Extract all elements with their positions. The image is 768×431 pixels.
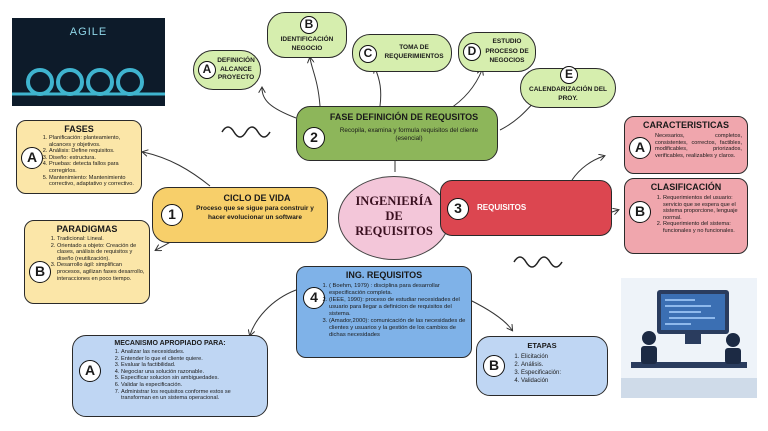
- fases-list: Planificación: planteamiento, alcances y…: [39, 135, 137, 188]
- ing-item: (IEEE, 1990): proceso de estudiar necesi…: [329, 297, 466, 318]
- etapas-list: Elicitación Análisis. Especificación: Va…: [511, 353, 602, 385]
- fase-item-a-label: DEFINICIÓN ALCANCE PROYECTO: [217, 57, 255, 81]
- fase-item-e-label: CALENDARIZACIÓN DEL PROY.: [529, 86, 607, 102]
- agile-loops: [12, 68, 165, 96]
- fases-box: FASES A Planificación: planteamiento, al…: [16, 120, 142, 194]
- programmer-scene: [621, 290, 757, 398]
- mecanismo-item: Evaluar la factibilidad.: [121, 362, 259, 369]
- mecanismo-box: MECANISMO APROPIADO PARA: A Analizar las…: [72, 335, 268, 417]
- line-ciclo-fases: [143, 152, 211, 187]
- fase-item-c-badge: C: [359, 45, 377, 63]
- fases-item: Análisis: Define requisitos.: [49, 148, 137, 155]
- mecanismo-item: Analizar las necesidades.: [121, 349, 259, 356]
- fase-item-d-label: ESTUDIO PROCESO DE NEGOCIOS: [485, 38, 529, 64]
- line-fase-b: [310, 58, 321, 107]
- ing-list: ( Boehm, 1979) : disciplina para desarro…: [319, 283, 466, 339]
- fase-item-c-label: TOMA DE REQUERIMIENTOS: [384, 44, 444, 60]
- requisitos-number-badge: 3: [447, 198, 469, 220]
- center-line2: DE: [385, 209, 403, 223]
- paradigmas-badge: B: [29, 261, 51, 283]
- etapas-item: Validación: [521, 377, 602, 385]
- ing-item: ( Boehm, 1979) : disciplina para desarro…: [329, 283, 466, 297]
- paradigmas-title: PARADIGMAS: [56, 224, 118, 234]
- mecanismo-item: Negociar una solución razonable.: [121, 369, 259, 376]
- fases-item: Pruebas: detecta fallos para corregirlos…: [49, 161, 137, 174]
- line-ing-etapas: [469, 299, 512, 330]
- clasificacion-badge: B: [629, 201, 651, 223]
- mecanismo-item: Especificar solucion sin ambiguedades.: [121, 375, 259, 382]
- clasificacion-item: Requerimientos del usuario: servicio que…: [663, 195, 742, 221]
- fases-item: Planificación: planteamiento, alcances y…: [49, 135, 137, 148]
- mecanismo-badge: A: [79, 360, 101, 382]
- line-fase-a: [262, 88, 297, 119]
- fase-number-badge: 2: [303, 127, 325, 149]
- mecanismo-item: Validar la especificación.: [121, 382, 259, 389]
- etapas-box: ETAPAS B Elicitación Análisis. Especific…: [476, 336, 608, 396]
- paradigmas-item: Tradicional: Lineal.: [57, 236, 145, 243]
- caracteristicas-box: CARACTERISTICAS A Necesarios, completos,…: [624, 116, 748, 174]
- caracteristicas-text: Necesarios, completos, consistentes, cor…: [655, 133, 742, 159]
- ciclo-title: CICLO DE VIDA: [223, 193, 291, 203]
- ciclo-number-badge: 1: [161, 204, 183, 226]
- requisitos-title: REQUISITOS: [477, 203, 527, 212]
- line-fase-d: [447, 70, 482, 111]
- ing-number-badge: 4: [303, 287, 325, 309]
- agile-image: AGILE: [12, 18, 165, 106]
- requisitos-node: 3 REQUISITOS: [440, 180, 612, 236]
- caracteristicas-badge: A: [629, 137, 651, 159]
- fase-item-a: A DEFINICIÓN ALCANCE PROYECTO: [193, 50, 261, 90]
- programmer-illustration: [621, 278, 757, 398]
- clasificacion-list: Requerimientos del usuario: servicio que…: [653, 195, 742, 235]
- paradigmas-item: Orientado a objeto: Creación de clases, …: [57, 243, 145, 263]
- center-line3: REQUISITOS: [355, 224, 433, 238]
- etapas-badge: B: [483, 355, 505, 377]
- clasificacion-box: CLASIFICACIÓN B Requerimientos del usuar…: [624, 178, 748, 254]
- squiggle-left: [221, 126, 271, 138]
- fases-title: FASES: [64, 124, 94, 134]
- fase-item-b-badge: B: [300, 16, 318, 34]
- fase-item-c: C TOMA DE REQUERIMIENTOS: [352, 34, 452, 72]
- ing-title: ING. REQUISITOS: [345, 270, 423, 280]
- line-ing-mecan: [250, 289, 297, 335]
- etapas-title: ETAPAS: [527, 341, 557, 350]
- paradigmas-box: PARADIGMAS B Tradicional: Lineal. Orient…: [24, 220, 150, 304]
- fase-item-e: E CALENDARIZACIÓN DEL PROY.: [520, 66, 616, 108]
- agile-label: AGILE: [69, 26, 108, 38]
- mecanismo-list: Analizar las necesidades. Entender lo qu…: [111, 349, 259, 402]
- line-req-caract: [571, 156, 604, 181]
- mecanismo-title: MECANISMO APROPIADO PARA:: [114, 340, 226, 347]
- fase-text: Recopila, examina y formula requisitos d…: [339, 127, 479, 142]
- clasificacion-title: CLASIFICACIÓN: [650, 182, 722, 192]
- etapas-item: Análisis.: [521, 361, 602, 369]
- etapas-item: Especificación:: [521, 369, 602, 377]
- fase-definicion-node: FASE DEFINICIÓN DE REQUSITOS 2 Recopila,…: [296, 106, 498, 161]
- fases-badge: A: [21, 147, 43, 169]
- fase-item-e-badge: E: [560, 66, 578, 84]
- ciclo-vida-node: 1 CICLO DE VIDA Proceso que se sigue par…: [152, 187, 328, 243]
- ing-requisitos-node: ING. REQUISITOS 4 ( Boehm, 1979) : disci…: [296, 266, 472, 358]
- line-fase-c: [375, 68, 382, 107]
- fase-item-b: B IDENTIFICACIÓN NEGOCIO: [267, 12, 347, 58]
- fases-item: Diseño: estructura.: [49, 155, 137, 162]
- mecanismo-item: Entender lo que el cliente quiere.: [121, 356, 259, 363]
- center-line1: INGENIERÍA: [355, 194, 433, 208]
- ing-item: (Amador,2000): comunicación de las neces…: [329, 318, 466, 339]
- fase-item-d: D ESTUDIO PROCESO DE NEGOCIOS: [458, 32, 536, 72]
- fase-title: FASE DEFINICIÓN DE REQUSITOS: [329, 112, 479, 122]
- fase-item-d-badge: D: [463, 43, 481, 61]
- fase-item-b-label: IDENTIFICACIÓN NEGOCIO: [280, 36, 334, 52]
- etapas-item: Elicitación: [521, 353, 602, 361]
- ciclo-text: Proceso que se sigue para construir y ha…: [196, 205, 314, 221]
- squiggle-right: [513, 256, 563, 268]
- clasificacion-item: Requerimiento del sistema: funcionales y…: [663, 221, 742, 234]
- fase-item-a-badge: A: [198, 61, 216, 79]
- paradigmas-item: Desarrollo ágil: simplifican procesos, a…: [57, 262, 145, 282]
- center-node: INGENIERÍA DE REQUISITOS: [338, 176, 450, 260]
- fases-item: Mantenimiento: Mantenimiento correctivo,…: [49, 175, 137, 188]
- paradigmas-list: Tradicional: Lineal. Orientado a objeto:…: [47, 236, 145, 282]
- caracteristicas-title: CARACTERISTICAS: [642, 120, 729, 130]
- mecanismo-item: Administrar los requisitos conforme esto…: [121, 389, 259, 402]
